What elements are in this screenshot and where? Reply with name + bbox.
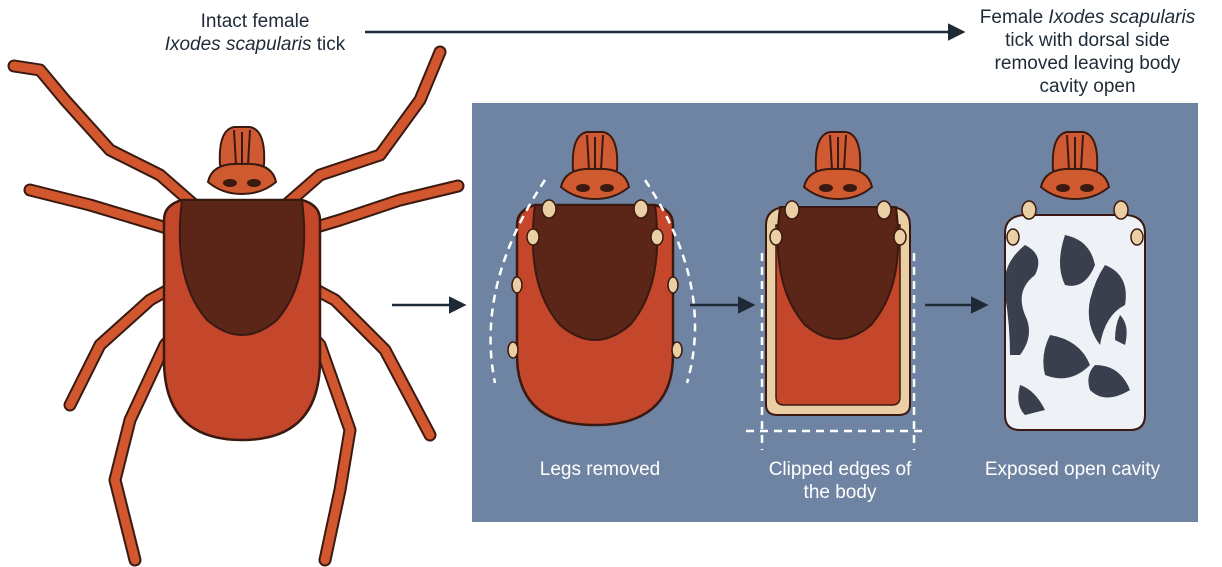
clipped-edges-tick	[746, 132, 928, 450]
step-legs-removed: Legs removed	[510, 458, 690, 481]
step1-caption: Legs removed	[540, 459, 660, 480]
step3-caption: Exposed open cavity	[985, 459, 1160, 480]
step2-caption-line2: the body	[804, 482, 877, 503]
intact-tick-illustration	[14, 52, 458, 560]
exposed-cavity-tick	[1004, 132, 1145, 430]
step-clipped-edges: Clipped edges of the body	[740, 458, 940, 504]
step2-caption-line1: Clipped edges of	[769, 459, 912, 480]
step-exposed-cavity: Exposed open cavity	[965, 458, 1180, 481]
legs-removed-tick	[491, 132, 695, 425]
